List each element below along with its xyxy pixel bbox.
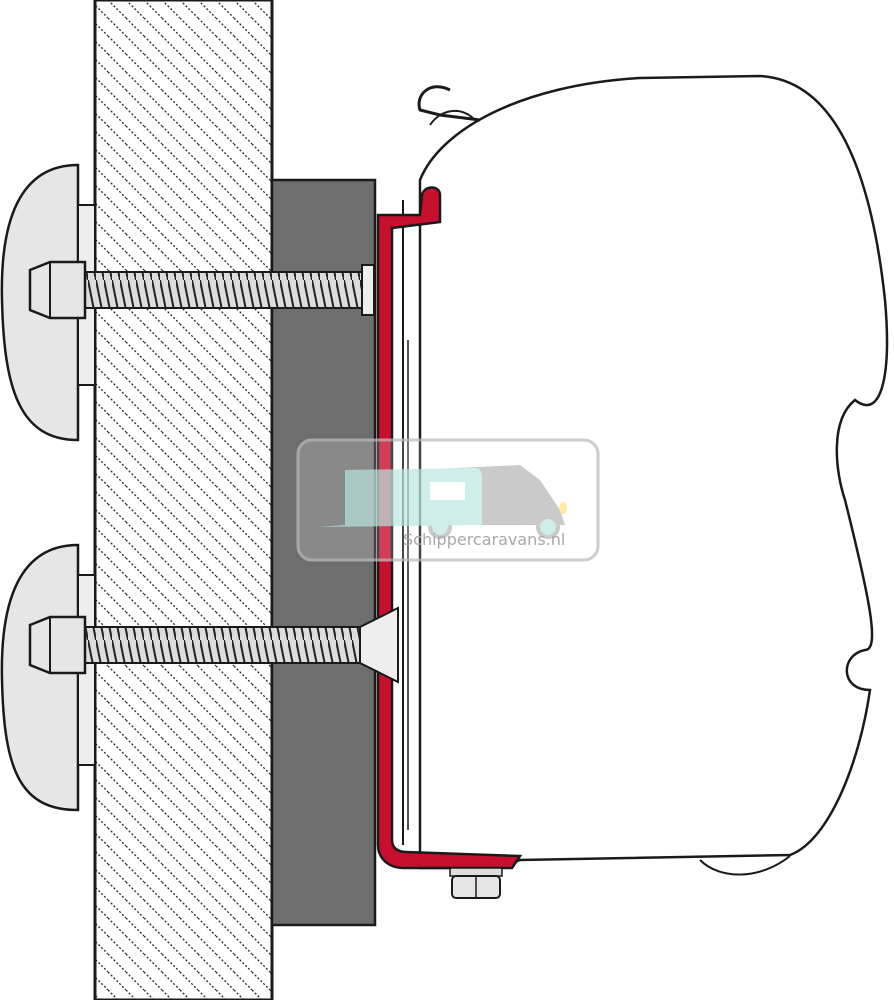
cap-bottom [0,543,96,812]
awning-profile [418,74,889,870]
watermark-logo [296,438,600,562]
bracket-nut [449,867,503,899]
wall [93,0,274,1000]
bolt-top [28,260,375,320]
bolt-bottom [28,606,399,684]
adapter-bracket [376,186,523,870]
top-hook [417,85,481,122]
watermark-text: Schippercaravans.nl [403,530,566,549]
